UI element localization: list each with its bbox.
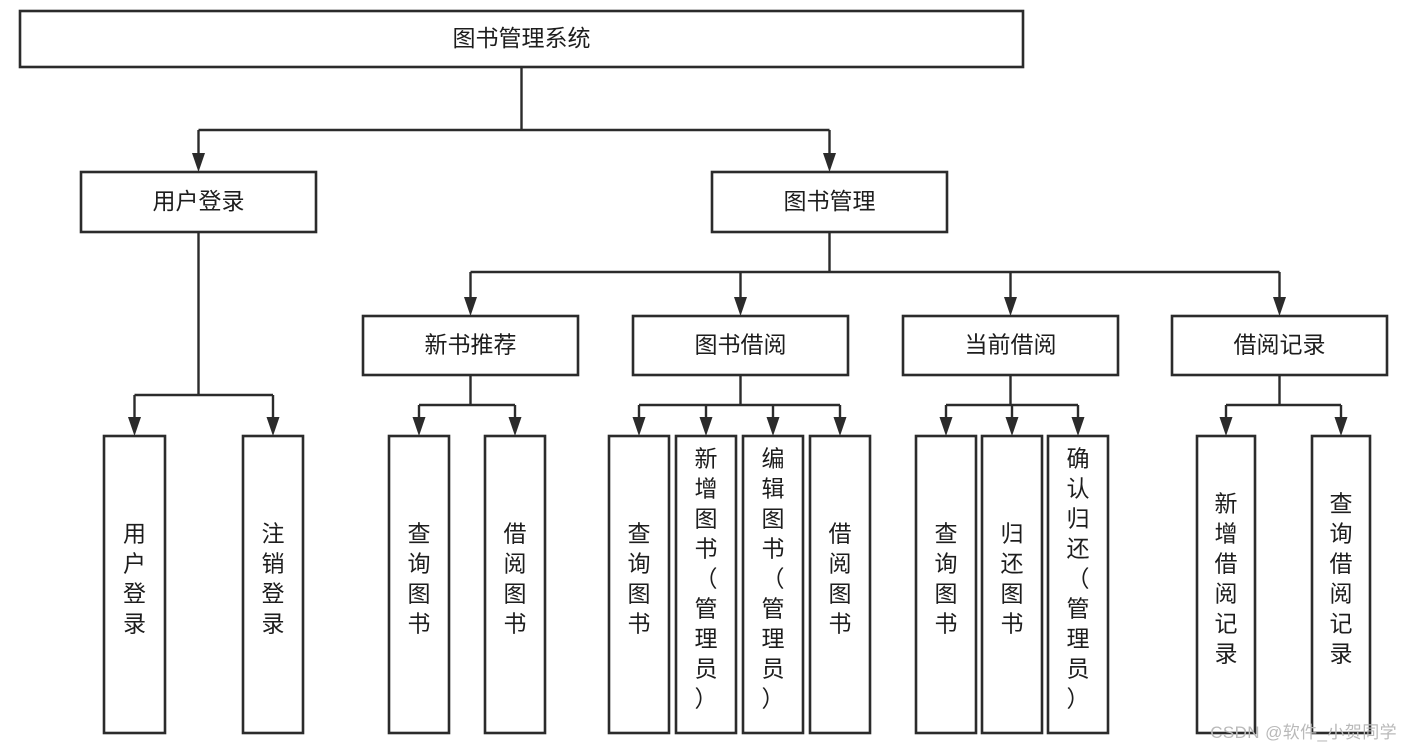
- node-cu-return[interactable]: 归还图书: [980, 434, 1044, 735]
- node-login-out[interactable]: 注销登录: [241, 434, 305, 735]
- arrow-head-cu-query: [939, 417, 953, 436]
- node-box-bo-edit[interactable]: [741, 434, 805, 735]
- node-label-login-out: 注销登录: [262, 521, 285, 637]
- node-box-bo-query[interactable]: [607, 434, 671, 735]
- node-label-login: 用户登录: [153, 188, 245, 214]
- node-box-re-query[interactable]: [1310, 434, 1372, 735]
- node-box-cu-return[interactable]: [980, 434, 1044, 735]
- node-current[interactable]: 当前借阅: [901, 314, 1120, 377]
- node-records[interactable]: 借阅记录: [1170, 314, 1389, 377]
- arrow-head-login: [192, 153, 205, 172]
- node-label-current: 当前借阅: [965, 332, 1057, 358]
- node-label-cu-return: 归还图书: [1001, 521, 1024, 637]
- node-re-add[interactable]: 新增借阅记录: [1195, 434, 1257, 735]
- node-box-root[interactable]: [18, 9, 1025, 69]
- node-label-root: 图书管理系统: [453, 25, 591, 51]
- arrow-head-cu-confirm: [1071, 417, 1085, 436]
- node-label-borrow: 图书借阅: [695, 332, 787, 358]
- arrow-head-bo-add: [699, 417, 713, 436]
- node-box-login-out[interactable]: [241, 434, 305, 735]
- node-box-cu-confirm[interactable]: [1046, 434, 1110, 735]
- node-label-re-add: 新增借阅记录: [1215, 491, 1238, 667]
- node-label-nb-borrow: 借阅图书: [504, 521, 527, 637]
- arrow-head-login-in: [128, 417, 141, 436]
- node-box-login[interactable]: [79, 170, 318, 234]
- node-box-borrow[interactable]: [631, 314, 850, 377]
- node-label-cu-confirm: 确认归还（管理员）: [1067, 446, 1090, 712]
- node-label-bo-query: 查询图书: [628, 521, 651, 637]
- arrow-head-nb-query: [412, 417, 426, 436]
- node-label-bookmgmt: 图书管理: [784, 188, 876, 214]
- node-box-current[interactable]: [901, 314, 1120, 377]
- arrow-head-bo-query: [632, 417, 646, 436]
- arrow-head-re-add: [1219, 417, 1233, 436]
- node-bo-query[interactable]: 查询图书: [607, 434, 671, 735]
- node-label-bo-edit: 编辑图书（管理员）: [762, 446, 785, 712]
- node-box-newbook[interactable]: [361, 314, 580, 377]
- arrow-head-newbook: [464, 297, 477, 316]
- node-bo-add[interactable]: 新增图书（管理员）: [674, 434, 738, 735]
- node-nb-query[interactable]: 查询图书: [387, 434, 451, 735]
- node-box-bookmgmt[interactable]: [710, 170, 949, 234]
- node-box-nb-borrow[interactable]: [483, 434, 547, 735]
- node-box-bo-borrow[interactable]: [808, 434, 872, 735]
- node-cu-query[interactable]: 查询图书: [914, 434, 978, 735]
- node-root[interactable]: 图书管理系统: [18, 9, 1025, 69]
- arrow-head-bo-edit: [766, 417, 780, 436]
- node-bo-borrow[interactable]: 借阅图书: [808, 434, 872, 735]
- arrow-head-borrow: [734, 297, 747, 316]
- arrow-head-current: [1004, 297, 1017, 316]
- node-box-nb-query[interactable]: [387, 434, 451, 735]
- node-label-nb-query: 查询图书: [408, 521, 431, 637]
- edge-layer: [128, 67, 1348, 436]
- node-re-query[interactable]: 查询借阅记录: [1310, 434, 1372, 735]
- node-nb-borrow[interactable]: 借阅图书: [483, 434, 547, 735]
- node-label-cu-query: 查询图书: [935, 521, 958, 637]
- node-box-records[interactable]: [1170, 314, 1389, 377]
- node-label-login-in: 用户登录: [123, 521, 146, 637]
- arrow-head-bo-borrow: [833, 417, 847, 436]
- node-box-login-in[interactable]: [102, 434, 167, 735]
- arrow-head-login-out: [266, 417, 280, 436]
- arrow-head-re-query: [1334, 417, 1348, 436]
- node-label-re-query: 查询借阅记录: [1330, 491, 1353, 667]
- node-newbook[interactable]: 新书推荐: [361, 314, 580, 377]
- arrow-head-bookmgmt: [823, 153, 836, 172]
- node-label-bo-borrow: 借阅图书: [829, 521, 852, 637]
- node-layer: 图书管理系统用户登录图书管理新书推荐图书借阅当前借阅借阅记录用户登录注销登录查询…: [18, 9, 1389, 735]
- node-box-bo-add[interactable]: [674, 434, 738, 735]
- arrow-head-records: [1273, 297, 1286, 316]
- node-bo-edit[interactable]: 编辑图书（管理员）: [741, 434, 805, 735]
- node-label-newbook: 新书推荐: [425, 332, 517, 358]
- arrow-head-nb-borrow: [508, 417, 522, 436]
- node-label-bo-add: 新增图书（管理员）: [695, 446, 718, 712]
- node-box-re-add[interactable]: [1195, 434, 1257, 735]
- node-cu-confirm[interactable]: 确认归还（管理员）: [1046, 434, 1110, 735]
- node-label-records: 借阅记录: [1234, 332, 1326, 358]
- node-login-in[interactable]: 用户登录: [102, 434, 167, 735]
- arrow-head-cu-return: [1005, 417, 1019, 436]
- node-borrow[interactable]: 图书借阅: [631, 314, 850, 377]
- node-bookmgmt[interactable]: 图书管理: [710, 170, 949, 234]
- node-box-cu-query[interactable]: [914, 434, 978, 735]
- node-login[interactable]: 用户登录: [79, 170, 318, 234]
